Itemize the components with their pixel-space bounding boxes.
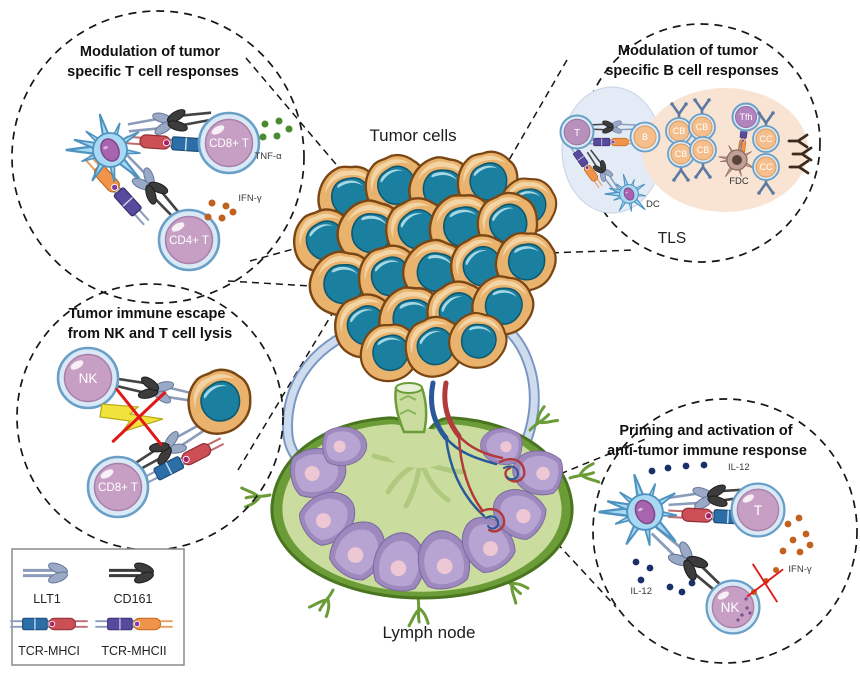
priming-nk-cell: NK xyxy=(705,579,761,635)
centroblasts: CB CB CB CB xyxy=(665,113,717,168)
escape-title-line1: Tumor immune escape xyxy=(69,306,226,322)
legend-llt1-icon xyxy=(23,562,68,584)
callout-circle-t-modulation xyxy=(11,10,305,304)
il12-dots-bottom xyxy=(632,558,696,596)
tfh-cell: Tfh xyxy=(731,102,761,132)
ifn-label-br: IFN-γ xyxy=(788,564,811,575)
tnf-dots xyxy=(259,117,293,141)
callout-priming: Priming and activation of anti-tumor imm… xyxy=(599,423,814,635)
cd4-t-label: CD4+ T xyxy=(169,235,209,247)
t-mod-title-line1: Modulation of tumor xyxy=(80,44,220,60)
tls-label: TLS xyxy=(658,230,686,247)
legend-tcr-mhci-label: TCR-MHCI xyxy=(18,644,80,658)
ifn-label-tl: IFN-γ xyxy=(238,193,261,204)
cd4-t-cell: CD4+ T xyxy=(157,208,221,272)
priming-title-line2: anti-tumor immune response xyxy=(607,443,807,459)
cb-label: CB xyxy=(675,149,688,159)
legend-cd161-label: CD161 xyxy=(114,592,153,606)
legend-border xyxy=(11,548,185,666)
tumor-cells-label: Tumor cells xyxy=(369,126,456,145)
b-mod-title-line1: Modulation of tumor xyxy=(618,43,758,59)
lightning-bolt-icon xyxy=(99,403,164,434)
priming-t-label: T xyxy=(754,503,762,518)
callout-circle-immune-escape xyxy=(16,283,284,551)
nk-label: NK xyxy=(79,371,98,386)
il12-dots-top xyxy=(648,461,708,475)
priming-title-line1: Priming and activation of xyxy=(619,423,792,439)
cb-label: CB xyxy=(673,126,686,136)
cb-label: CB xyxy=(696,122,709,132)
callout-circle-priming xyxy=(592,398,858,664)
legend-cd161-icon xyxy=(109,562,154,584)
tls-t-cell: T xyxy=(559,114,595,150)
cd8-t-label: CD8+ T xyxy=(209,138,249,150)
tfh-label: Tfh xyxy=(739,112,752,122)
il12-label-top: IL-12 xyxy=(728,462,750,473)
tnf-label: TNF-α xyxy=(254,151,282,162)
priming-nk-label: NK xyxy=(721,600,740,615)
tls-bcell-zone xyxy=(642,88,808,212)
tls-b-label: B xyxy=(642,132,648,142)
escape-cd8-t-cell: CD8+ T xyxy=(86,455,150,519)
callout-b-cell-modulation: Modulation of tumor specific B cell resp… xyxy=(559,43,813,247)
callout-t-cell-modulation: Modulation of tumor specific T cell resp… xyxy=(66,44,293,272)
fdc-label: FDC xyxy=(729,176,749,187)
tls-dc-label: DC xyxy=(646,199,660,210)
nk-cell: NK xyxy=(56,346,120,410)
ifn-dots-tl xyxy=(204,199,237,222)
tls-b-cell: B xyxy=(629,121,661,153)
t-mod-title-line2: specific T cell responses xyxy=(67,64,239,80)
lymph-node: Lymph node xyxy=(240,380,601,642)
tumor-cluster: Tumor cells xyxy=(286,126,562,385)
escape-cd8-label: CD8+ T xyxy=(98,482,138,494)
blood-vessels xyxy=(429,380,526,533)
cd8-t-cell: CD8+ T xyxy=(197,111,261,175)
legend-tcr-mhcii-label: TCR-MHCII xyxy=(101,644,166,658)
legend-llt1-label: LLT1 xyxy=(33,592,61,606)
b-mod-title-line2: specific B cell responses xyxy=(605,63,778,79)
priming-t-cell: T xyxy=(730,482,786,538)
lymph-node-label: Lymph node xyxy=(383,623,476,642)
cc-label: CC xyxy=(760,162,773,172)
tls-t-label: T xyxy=(574,128,580,139)
cb-label: CB xyxy=(697,145,710,155)
nk-granules xyxy=(736,597,752,622)
callout-circle-b-modulation xyxy=(581,23,821,263)
cc-label: CC xyxy=(760,134,773,144)
escape-title-line2: from NK and T cell lysis xyxy=(68,326,232,342)
priming-dendritic-cell xyxy=(599,473,681,548)
efferent-stalk xyxy=(394,382,428,434)
il12-label-bottom: IL-12 xyxy=(630,586,652,597)
legend-box: LLT1 CD161 TCR-MHCI TCR-MHCII xyxy=(9,548,185,666)
hilum-area xyxy=(384,428,456,468)
centrocytes: CC CC xyxy=(752,125,780,181)
callout-immune-escape: Tumor immune escape from NK and T cell l… xyxy=(56,306,260,519)
